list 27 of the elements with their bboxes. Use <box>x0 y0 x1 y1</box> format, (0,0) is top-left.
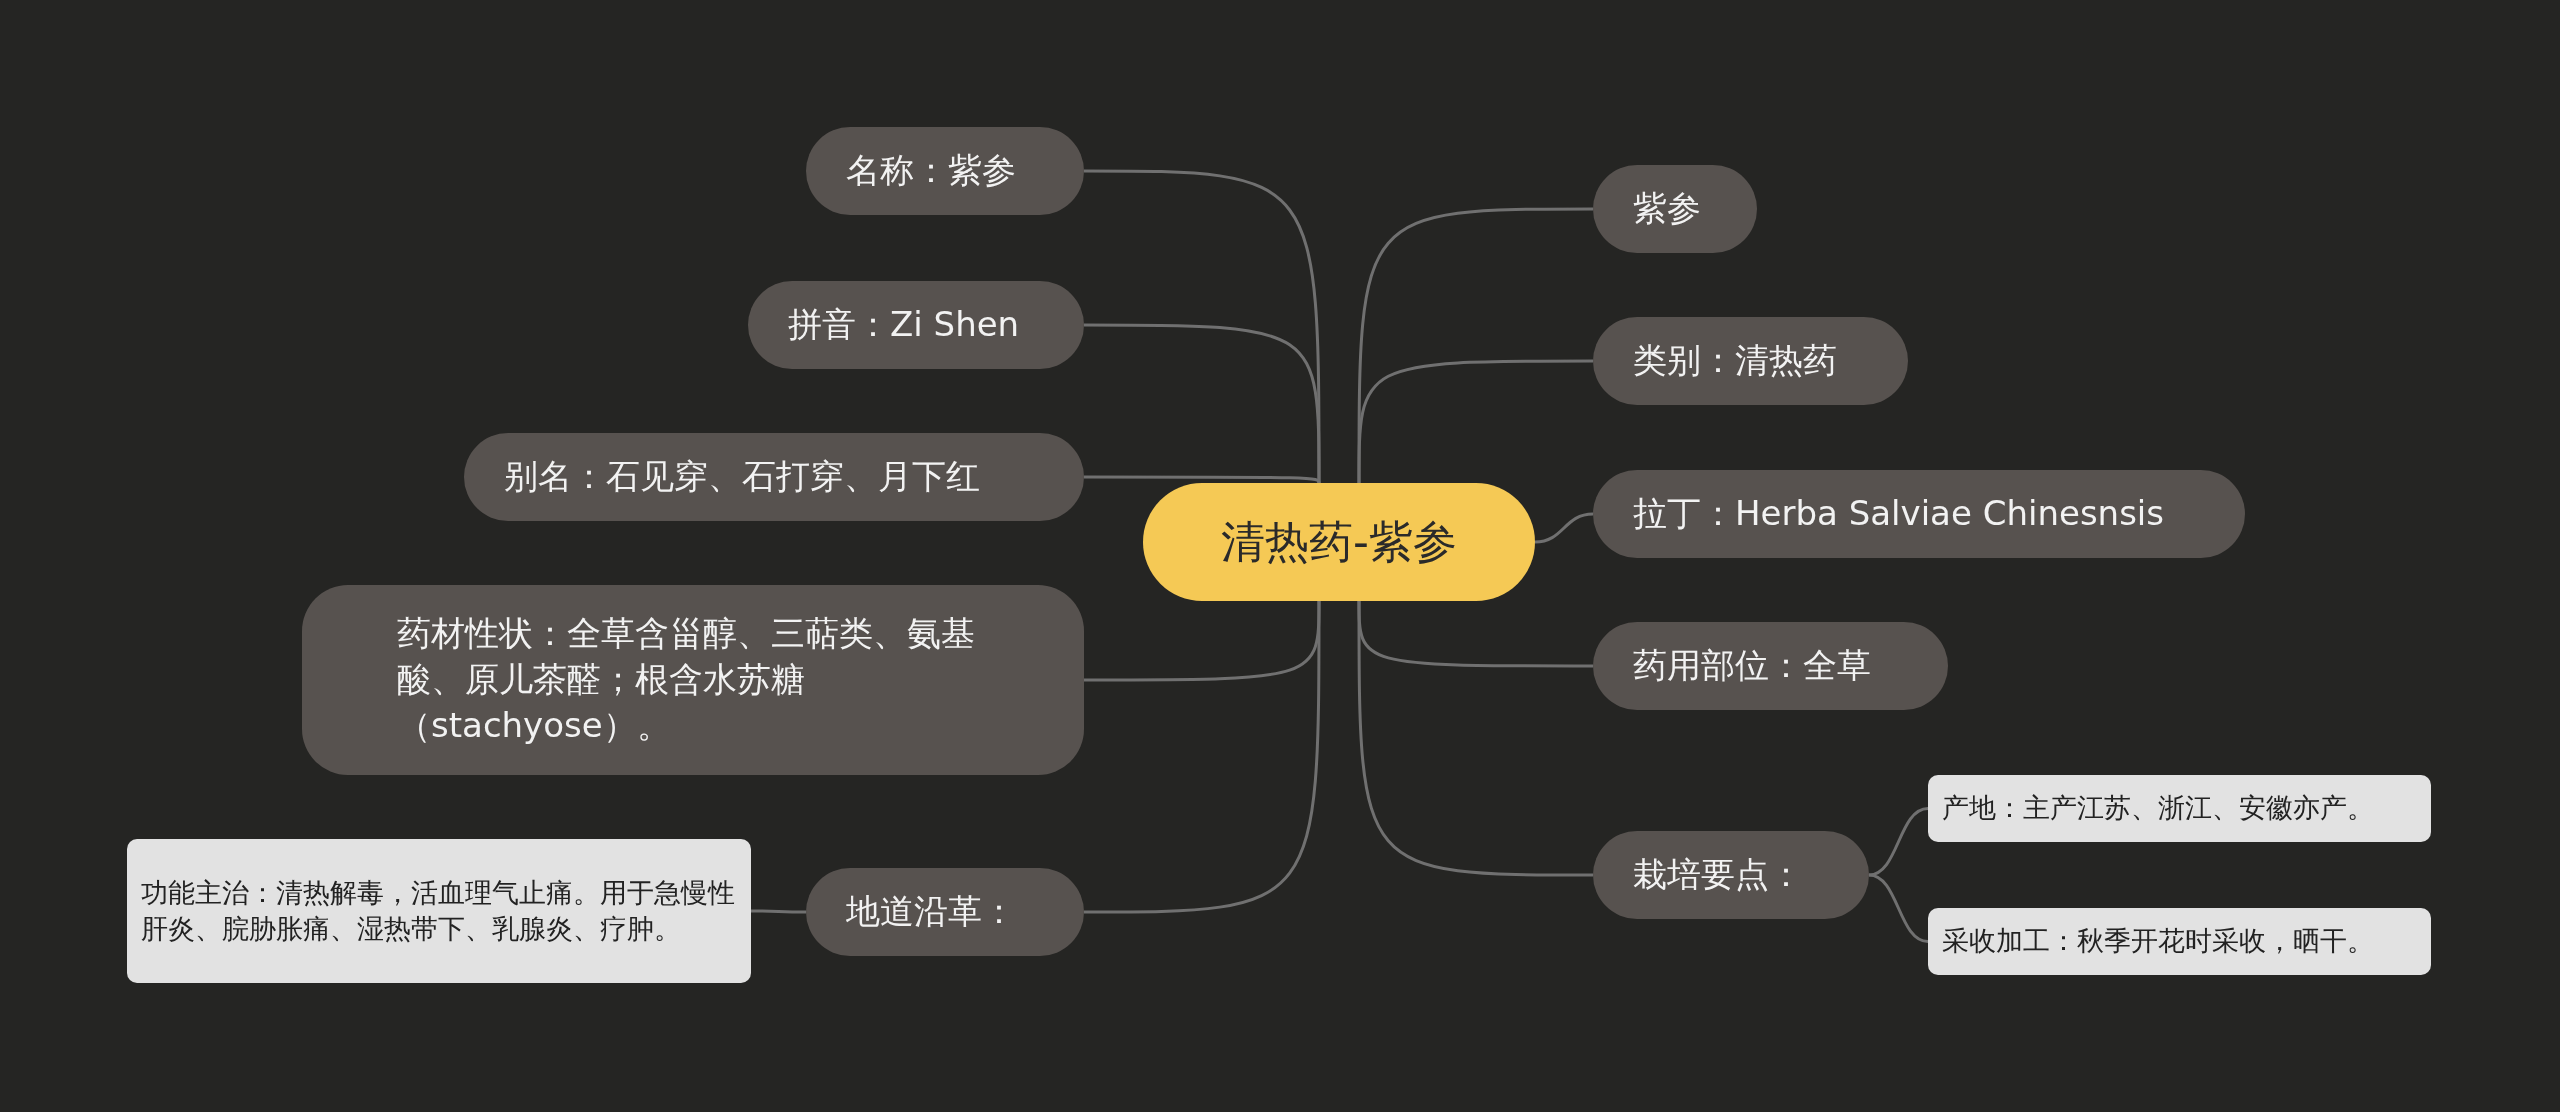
note-box <box>127 839 751 983</box>
topic-text: 别名：石见穿、石打穿、月下红 <box>504 455 980 498</box>
note-box <box>1928 775 2431 842</box>
topic-text: 栽培要点： <box>1633 853 1803 896</box>
connector-line <box>1534 512 1594 544</box>
topic-text: 清热药-紫参 <box>1221 514 1457 569</box>
topic-text: 采收加工：秋季开花时采收，晒干。 <box>1942 924 2374 959</box>
connector-line <box>1357 601 1593 877</box>
connector-line <box>1868 873 1929 943</box>
topic-box <box>302 585 1084 775</box>
topic-text: 产地：主产江苏、浙江、安徽亦产。 <box>1942 791 2374 826</box>
connector-line <box>751 909 806 914</box>
topic-text: 类别：清热药 <box>1633 339 1837 382</box>
note-box <box>1928 908 2431 975</box>
topic-text: 地道沿革： <box>846 890 1016 933</box>
topic-text: 药用部位：全草 <box>1633 644 1871 687</box>
connector-line <box>1084 323 1321 483</box>
connector-line <box>1357 359 1593 483</box>
topic-text: 名称：紫参 <box>846 149 1016 192</box>
topic-text: 拼音：Zi Shen <box>788 303 1020 346</box>
connector-line <box>1868 807 1929 877</box>
topic-text: 功能主治：清热解毒，活血理气止痛。用于急慢性肝炎、脘胁胀痛、湿热带下、乳腺炎、疗肿。 <box>141 875 736 946</box>
topic-text: 紫参 <box>1633 187 1701 230</box>
topic-text: 拉丁：Herba Salviae Chinesnsis <box>1633 492 2165 535</box>
topic-text: 药材性状：全草含甾醇、三萜类、氨基酸、原儿茶醛；根含水苏糖（stachyose）。 <box>397 612 976 747</box>
connector-line <box>1084 601 1321 914</box>
connector-line <box>1084 475 1321 484</box>
